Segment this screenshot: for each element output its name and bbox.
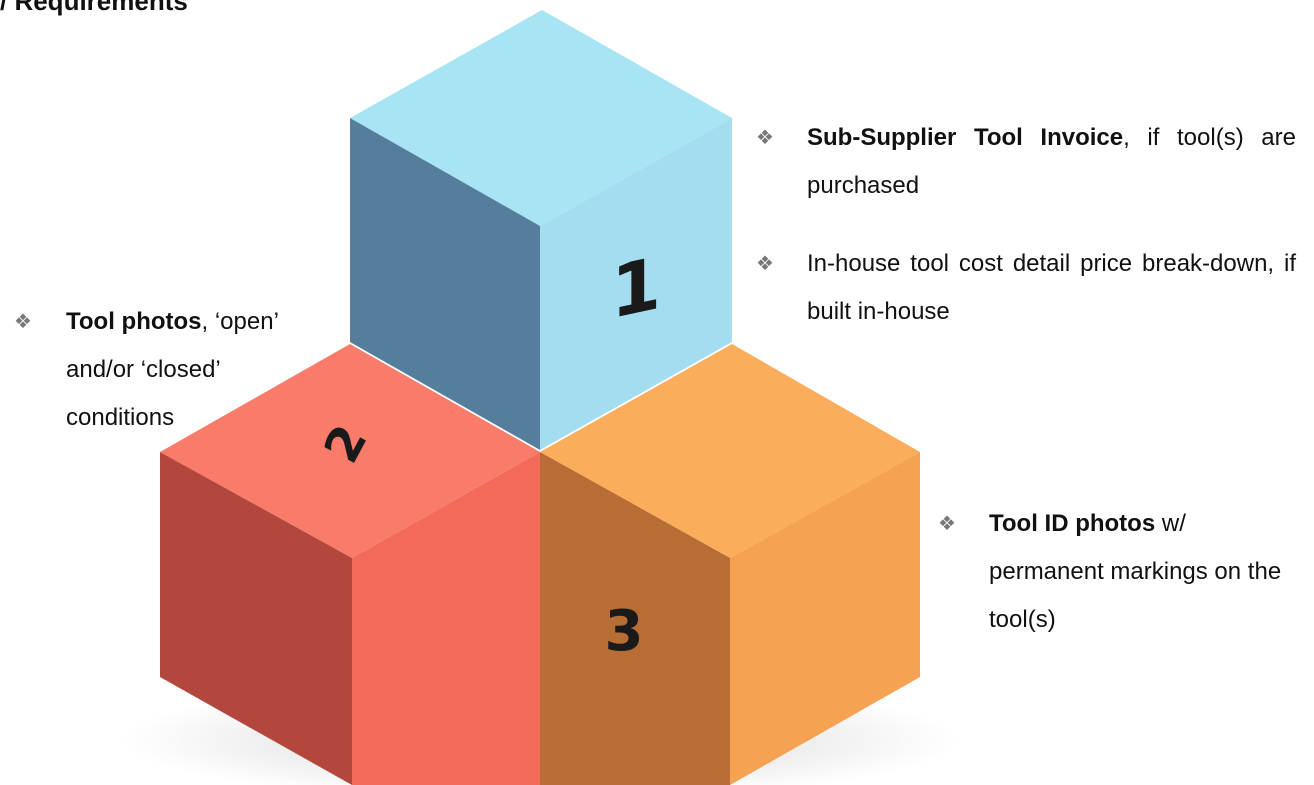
bullet-item-photos: ❖ Tool photos, ‘open’ and/or ‘closed’ co…	[8, 298, 278, 442]
page-heading: / Requirements	[0, 0, 188, 16]
bullet-bold-id-photos: Tool ID photos	[989, 510, 1156, 537]
cube-1-top	[350, 10, 732, 226]
diamond-bullet-icon: ❖	[756, 253, 774, 275]
bullet-text-photos: Tool photos, ‘open’ and/or ‘closed’ cond…	[66, 298, 278, 442]
left-bullet: ❖ Tool photos, ‘open’ and/or ‘closed’ co…	[8, 298, 278, 442]
bullet-bold-photos: Tool photos	[66, 308, 202, 335]
bullet-rest-id-photos: w/ permanent markings on the tool(s)	[989, 510, 1282, 633]
cube-1: 1	[350, 10, 732, 450]
bullet-item-id-photos: ❖ Tool ID photos w/ permanent markings o…	[932, 500, 1292, 644]
diamond-bullet-icon: ❖	[938, 513, 956, 535]
bullet-text-inhouse: In-house tool cost detail price break-do…	[807, 240, 1296, 336]
cube-1-left	[350, 118, 540, 450]
cube-3-left	[540, 452, 730, 785]
cube-3-right	[730, 452, 920, 785]
cube-3: 3	[540, 344, 920, 785]
cube-3-top	[540, 344, 920, 558]
cube-2-right	[352, 452, 540, 785]
cube-3-number: 3	[605, 599, 644, 664]
bullet-rest-inhouse: In-house tool cost detail price break-do…	[807, 250, 1296, 325]
right-top-bullets: ❖ Sub-Supplier Tool Invoice, if tool(s) …	[750, 114, 1296, 336]
right-bottom-bullet: ❖ Tool ID photos w/ permanent markings o…	[932, 500, 1292, 644]
bullet-rest-invoice: , if tool(s) are purchased	[807, 124, 1296, 199]
diamond-bullet-icon: ❖	[14, 311, 32, 333]
bullet-text-id-photos: Tool ID photos w/ permanent markings on …	[989, 500, 1292, 644]
bullet-item-invoice: ❖ Sub-Supplier Tool Invoice, if tool(s) …	[750, 114, 1296, 210]
cube-2-left	[160, 452, 352, 785]
cube-1-right	[540, 118, 732, 450]
cube-1-number: 1	[611, 241, 661, 336]
cube-2-top	[160, 344, 540, 558]
cube-2: 2	[160, 344, 540, 785]
bullet-text-invoice: Sub-Supplier Tool Invoice, if tool(s) ar…	[807, 114, 1296, 210]
bullet-item-inhouse: ❖ In-house tool cost detail price break-…	[750, 240, 1296, 336]
bullet-bold-invoice: Sub-Supplier Tool Invoice	[807, 124, 1124, 151]
diamond-bullet-icon: ❖	[756, 127, 774, 149]
bullet-rest-photos: , ‘open’ and/or ‘closed’ conditions	[66, 308, 279, 431]
